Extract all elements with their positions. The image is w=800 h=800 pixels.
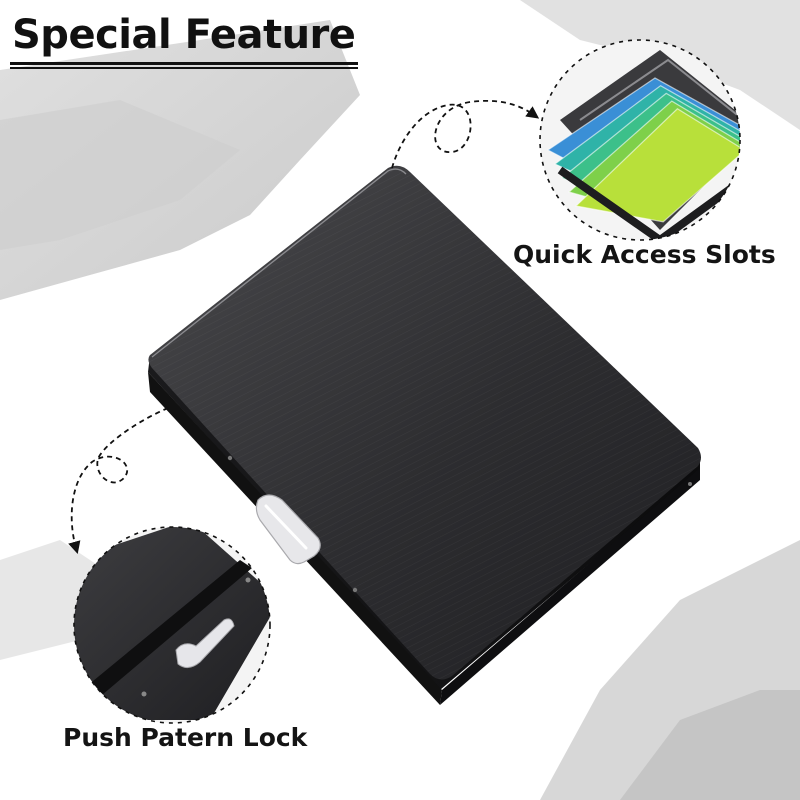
feature-label-push-lock: Push Patern Lock: [63, 723, 308, 752]
credit-card-icon: [574, 108, 740, 223]
callout-arrow-bottom: [68, 407, 169, 555]
callout-arrow-top: [391, 99, 540, 169]
page-title: Special Feature: [12, 12, 356, 58]
title-underline: [10, 62, 358, 65]
feature-label-quick-access-slots: Quick Access Slots: [513, 240, 776, 269]
push-lock-closeup-icon: [73, 526, 271, 724]
title-underline-thin: [10, 67, 358, 69]
card-slots-closeup-icon: [539, 39, 741, 241]
